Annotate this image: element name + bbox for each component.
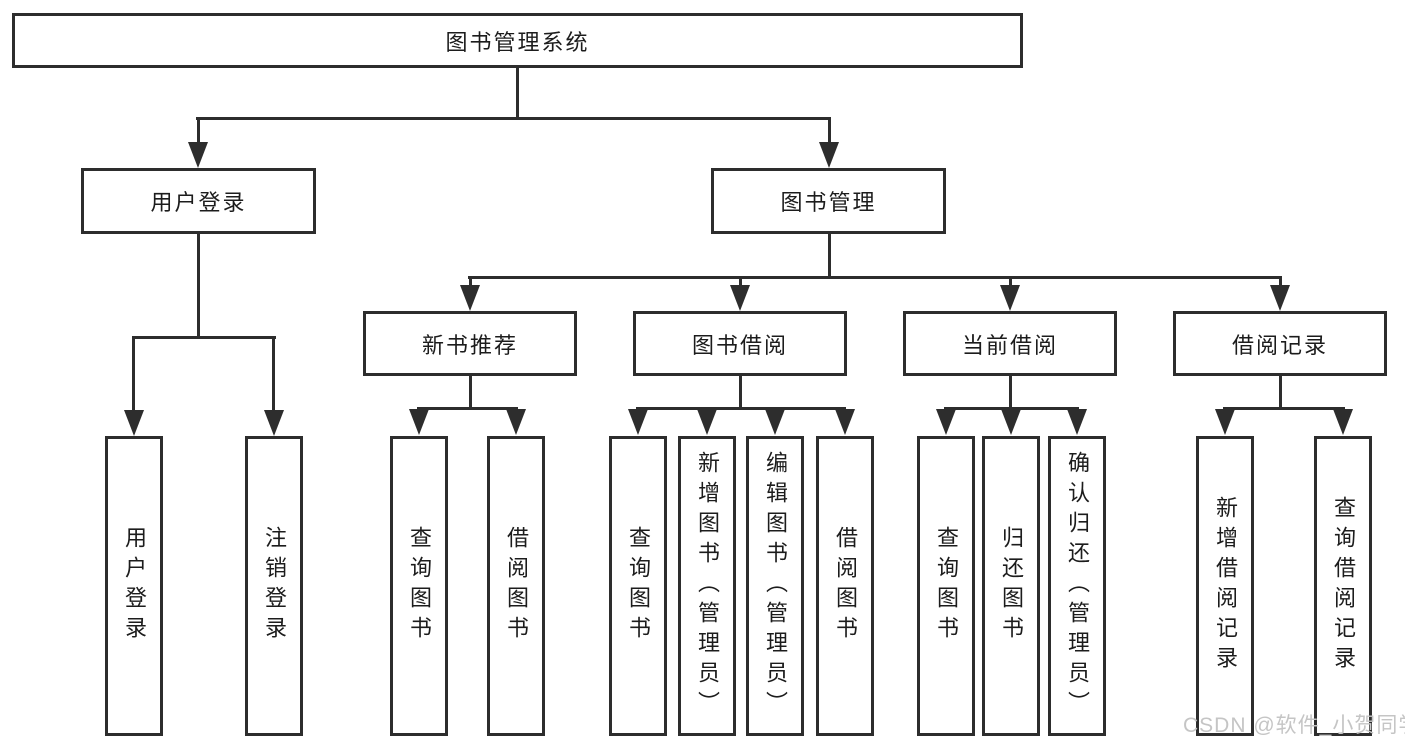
- connector-level1-split: [196, 117, 831, 120]
- leaf-borrow-books-recommend: 借阅图书: [487, 436, 545, 736]
- leaf-label: 借阅图书: [504, 526, 529, 646]
- connector-recommend-trunk: [469, 374, 472, 410]
- leaf-label: 注销登录: [262, 526, 287, 646]
- node-label: 借阅记录: [1231, 332, 1328, 358]
- node-label: 当前借阅: [961, 332, 1058, 358]
- leaf-borrow-books: 借阅图书: [816, 436, 874, 736]
- arrowhead-to-leaf-query-books-current: [936, 409, 956, 435]
- node-user-login: 用户登录: [81, 168, 316, 234]
- connector-drop-current-borrow: [1009, 276, 1012, 292]
- connector-user-trunk: [197, 232, 200, 339]
- leaf-user-login: 用户登录: [105, 436, 163, 736]
- connector-drop-new-book-recommend: [469, 276, 472, 292]
- arrowhead-to-current-borrow: [1000, 285, 1020, 311]
- connector-root-trunk: [516, 66, 519, 120]
- node-label: 图书管理系统: [445, 29, 590, 55]
- leaf-confirm-return-admin: 确认归还（管理员）: [1048, 436, 1106, 736]
- arrowhead-to-leaf-add-borrow-record: [1215, 409, 1235, 435]
- leaf-label: 用户登录: [122, 526, 147, 646]
- node-library-management-system: 图书管理系统: [12, 13, 1023, 68]
- leaf-add-books-admin: 新增图书（管理员）: [678, 436, 736, 736]
- leaf-query-books-recommend: 查询图书: [390, 436, 448, 736]
- node-current-borrow: 当前借阅: [903, 311, 1117, 376]
- node-book-management: 图书管理: [711, 168, 946, 234]
- arrowhead-to-user-login: [188, 142, 208, 168]
- leaf-label: 查询借阅记录: [1331, 496, 1356, 676]
- arrowhead-to-leaf-borrow-books: [835, 409, 855, 435]
- node-label: 新书推荐: [421, 332, 518, 358]
- node-new-book-recommend: 新书推荐: [363, 311, 577, 376]
- connector-records-trunk: [1279, 374, 1282, 410]
- arrowhead-to-new-book-recommend: [460, 285, 480, 311]
- connector-drop-user-login: [197, 117, 200, 147]
- leaf-label: 新增借阅记录: [1213, 496, 1238, 676]
- connector-borrow-split: [636, 407, 846, 410]
- node-label: 用户登录: [150, 190, 247, 215]
- leaf-label: 编辑图书（管理员）: [763, 451, 788, 721]
- connector-drop-book-management: [828, 117, 831, 147]
- arrowhead-to-book-management: [819, 142, 839, 168]
- node-borrow-records: 借阅记录: [1173, 311, 1387, 376]
- connector-current-trunk: [1009, 374, 1012, 410]
- leaf-label: 归还图书: [999, 526, 1024, 646]
- leaf-query-books-borrow: 查询图书: [609, 436, 667, 736]
- connector-drop-leaf-logout: [272, 336, 275, 416]
- connector-level2-split: [468, 276, 1281, 279]
- arrowhead-to-leaf-user-login: [124, 410, 144, 436]
- leaf-label: 借阅图书: [833, 526, 858, 646]
- connector-borrow-trunk: [739, 374, 742, 410]
- connector-drop-leaf-user-login: [132, 336, 135, 416]
- node-label: 图书借阅: [691, 332, 788, 358]
- leaf-label: 查询图书: [407, 526, 432, 646]
- arrowhead-to-borrow-records: [1270, 285, 1290, 311]
- arrowhead-to-leaf-query-books-recommend: [409, 409, 429, 435]
- leaf-label: 确认归还（管理员）: [1065, 451, 1090, 721]
- leaf-label: 查询图书: [934, 526, 959, 646]
- connector-drop-borrow-records: [1279, 276, 1282, 292]
- leaf-label: 查询图书: [626, 526, 651, 646]
- connector-records-split: [1223, 407, 1345, 410]
- arrowhead-to-book-borrow: [730, 285, 750, 311]
- arrowhead-to-leaf-logout: [264, 410, 284, 436]
- connector-recommend-split: [417, 407, 518, 410]
- leaf-logout: 注销登录: [245, 436, 303, 736]
- leaf-return-books: 归还图书: [982, 436, 1040, 736]
- leaf-query-borrow-record: 查询借阅记录: [1314, 436, 1372, 736]
- arrowhead-to-leaf-return-books: [1001, 409, 1021, 435]
- node-book-borrow: 图书借阅: [633, 311, 847, 376]
- leaf-add-borrow-record: 新增借阅记录: [1196, 436, 1254, 736]
- arrowhead-to-leaf-edit-books: [765, 409, 785, 435]
- connector-user-split: [132, 336, 276, 339]
- connector-mgmt-trunk: [828, 232, 831, 279]
- arrowhead-to-leaf-add-books: [697, 409, 717, 435]
- connector-drop-book-borrow: [739, 276, 742, 292]
- arrowhead-to-leaf-borrow-books-recommend: [506, 409, 526, 435]
- arrowhead-to-leaf-query-books-borrow: [628, 409, 648, 435]
- arrowhead-to-leaf-confirm-return: [1067, 409, 1087, 435]
- leaf-edit-books-admin: 编辑图书（管理员）: [746, 436, 804, 736]
- node-label: 图书管理: [780, 190, 877, 215]
- arrowhead-to-leaf-query-borrow-record: [1333, 409, 1353, 435]
- watermark-text: CSDN @软件_小贺同学: [1183, 714, 1405, 737]
- leaf-query-books-current: 查询图书: [917, 436, 975, 736]
- connector-current-split: [944, 407, 1079, 410]
- leaf-label: 新增图书（管理员）: [695, 451, 720, 721]
